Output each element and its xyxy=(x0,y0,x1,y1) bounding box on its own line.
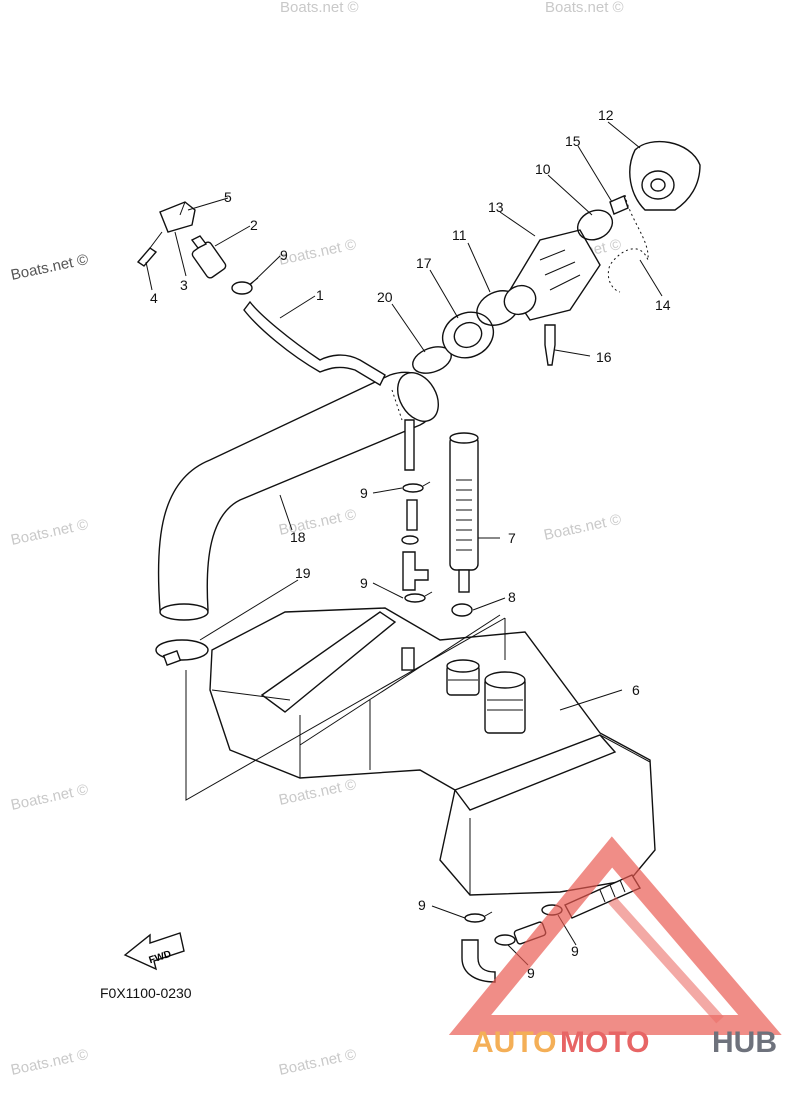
hose-clamp xyxy=(155,639,209,666)
part-label: 3 xyxy=(180,277,188,293)
part-label: 18 xyxy=(290,529,306,545)
watermark: Boats.net © xyxy=(542,511,622,544)
part-label: 9 xyxy=(360,575,368,591)
watermark: Boats.net © xyxy=(277,1046,357,1079)
part-label: 6 xyxy=(632,682,640,698)
part-label: 20 xyxy=(377,289,393,305)
part-label: 1 xyxy=(316,287,324,303)
filler-hose xyxy=(157,371,439,621)
leader-lines xyxy=(145,121,663,966)
watermark: Boats.net © xyxy=(280,0,359,16)
fuel-tank xyxy=(209,607,656,919)
watermark: Boats.net © xyxy=(545,0,624,16)
watermark-layer: Boats.net © Boats.net © Boats.net © Boat… xyxy=(9,0,623,1079)
logo-text-auto: AUTO xyxy=(472,1026,556,1059)
part-label: 12 xyxy=(598,107,614,123)
watermark: Boats.net © xyxy=(9,1046,89,1079)
fuel-pickup-strainer xyxy=(449,432,479,617)
logo-text-moto: MOTO xyxy=(560,1026,649,1059)
drawing-code: F0X1100-0230 xyxy=(100,985,192,1001)
vent-hose xyxy=(243,300,415,471)
part-label: 10 xyxy=(535,161,551,177)
part-label: 16 xyxy=(596,349,612,365)
part-label: 9 xyxy=(571,943,579,959)
watermark: Boats.net © xyxy=(9,516,89,549)
part-label: 19 xyxy=(295,565,311,581)
part-label: 15 xyxy=(565,133,581,149)
watermark: Boats.net © xyxy=(277,236,357,269)
watermark: Boats.net © xyxy=(277,776,357,809)
part-label: 7 xyxy=(508,530,516,546)
part-label: 9 xyxy=(280,247,288,263)
part-number-labels: 1 2 3 4 5 6 7 8 9 9 9 9 9 9 10 11 12 13 … xyxy=(150,107,671,981)
part-label: 11 xyxy=(452,227,467,243)
part-label: 14 xyxy=(655,297,671,313)
part-label: 2 xyxy=(250,217,258,233)
watermark: Boats.net © xyxy=(9,781,89,814)
part-label: 13 xyxy=(488,199,504,215)
part-label: 9 xyxy=(527,965,535,981)
part-label: 5 xyxy=(224,189,232,205)
forward-arrow: FWD xyxy=(123,932,185,971)
logo-text-hub: HUB xyxy=(712,1026,777,1059)
automotohub-logo: AUTO MOTO HUB xyxy=(448,836,782,1059)
part-label: 4 xyxy=(150,290,158,306)
center-clamps-and-tee xyxy=(401,481,433,603)
part-label: 8 xyxy=(508,589,516,605)
part-label: 17 xyxy=(416,255,432,271)
part-label: 9 xyxy=(418,897,426,913)
part-label: 9 xyxy=(360,485,368,501)
vent-check-valve-group xyxy=(136,201,259,295)
filler-neck-assembly xyxy=(412,140,701,374)
watermark: Boats.net © xyxy=(9,251,89,284)
